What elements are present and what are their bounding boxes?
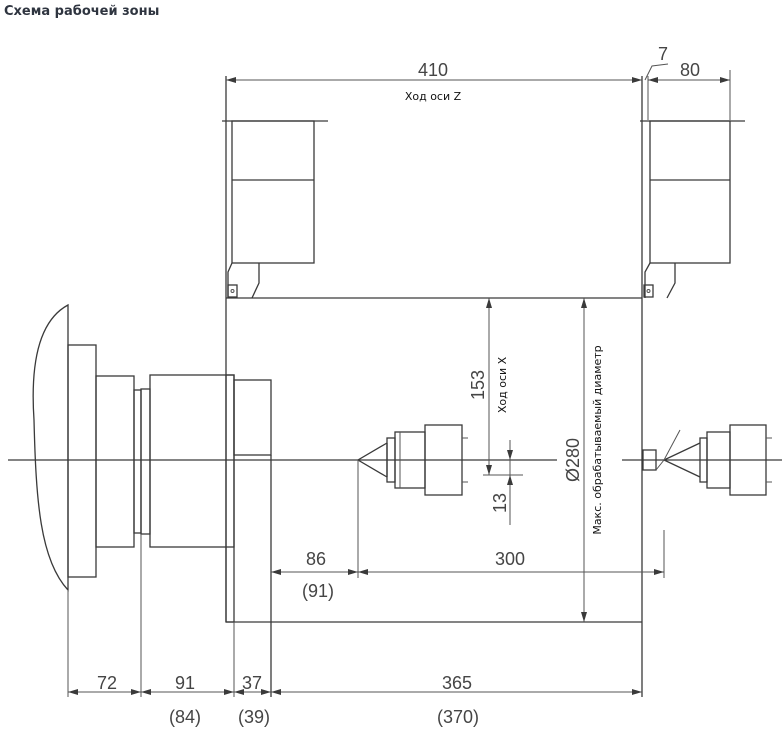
z-travel-value: 410 [418,60,448,80]
bottom-dimensions [68,689,642,695]
gap-value: 7 [658,44,668,64]
x-over-center-value: 13 [490,493,510,513]
tailstock-gap-alt: (91) [302,581,334,601]
dim-b-value: 91 [175,673,195,693]
dim-a-value: 72 [97,673,117,693]
tailstock-travel-value: 300 [495,549,525,569]
right-tool-holder [640,120,745,299]
max-diameter-caption: Макс. обрабатываемый диаметр [591,345,604,534]
max-diameter-dimension [581,298,587,622]
dim-c-alt: (39) [238,707,270,727]
dim-b-alt: (84) [169,707,201,727]
x-travel-caption: Ход оси X [496,356,509,413]
z-travel-caption: Ход оси Z [405,90,462,103]
right-tool-value: 80 [680,60,700,80]
x-travel-value: 153 [468,370,488,400]
page-title: Схема рабочей зоны [4,4,160,19]
z-travel-dimension [226,63,730,83]
max-diameter-value: Ø280 [563,438,583,482]
tailstock-center-left [356,424,468,578]
spindle-chuck [32,303,272,697]
left-tool-holder [222,120,328,299]
tailstock-dimensions [271,569,664,575]
x-travel-dimension [483,298,523,525]
dim-d-value: 365 [442,673,472,693]
dim-d-alt: (370) [437,707,479,727]
tailstock-gap-value: 86 [306,549,326,569]
tailstock-center-right [642,424,772,578]
dim-c-value: 37 [242,673,262,693]
